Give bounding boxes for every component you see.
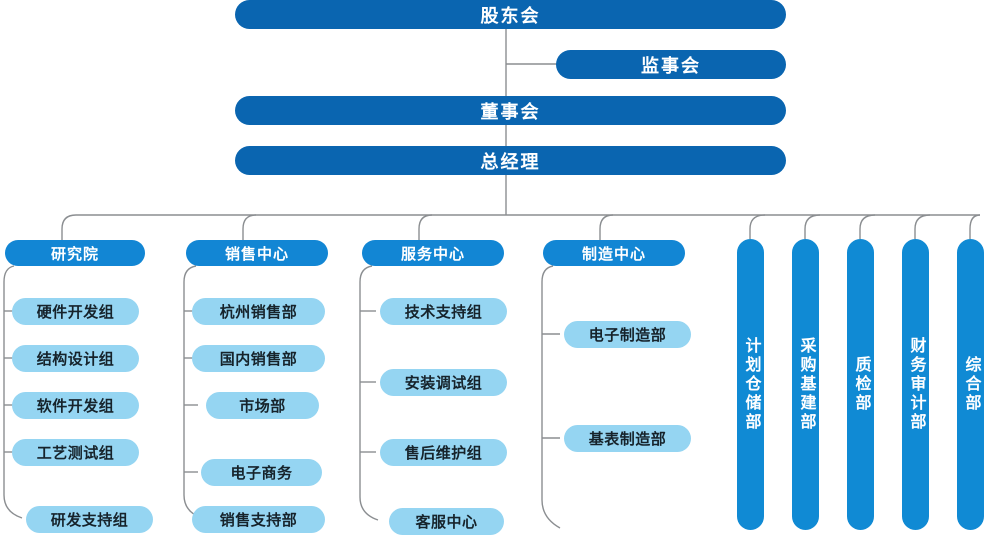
node-label: 工艺测试组 xyxy=(36,445,115,462)
node-sales-center[interactable]: 销售中心 xyxy=(186,240,328,266)
node-research-institute[interactable]: 研究院 xyxy=(5,240,145,266)
node-label: 客服中心 xyxy=(415,514,478,531)
node-after-sales-maintenance-team[interactable]: 售后维护组 xyxy=(380,439,507,466)
node-quality-inspection-dept[interactable]: 质检部 xyxy=(847,239,874,530)
node-base-meter-manufacturing-dept[interactable]: 基表制造部 xyxy=(564,425,691,452)
node-manufacturing-center[interactable]: 制造中心 xyxy=(543,240,685,266)
trunk-service-center xyxy=(359,265,379,521)
node-installation-commissioning-team[interactable]: 安装调试组 xyxy=(380,369,507,396)
node-technical-support-team[interactable]: 技术支持组 xyxy=(380,298,507,325)
node-software-development-team[interactable]: 软件开发组 xyxy=(12,392,139,419)
node-hardware-development-team[interactable]: 硬件开发组 xyxy=(12,298,139,325)
node-label: 制造中心 xyxy=(581,245,646,263)
node-label: 安装调试组 xyxy=(404,375,483,392)
node-supervisory-board[interactable]: 监事会 xyxy=(556,50,786,79)
node-label: 采购基建部 xyxy=(797,337,815,432)
node-label: 销售支持部 xyxy=(219,512,298,529)
node-label: 软件开发组 xyxy=(36,398,115,415)
node-label: 销售中心 xyxy=(224,245,289,263)
node-rd-support-team[interactable]: 研发支持组 xyxy=(26,506,153,533)
drop-to-finance-audit-dept xyxy=(914,214,931,239)
node-general-affairs-dept[interactable]: 综合部 xyxy=(957,239,984,530)
node-finance-audit-dept[interactable]: 财务审计部 xyxy=(902,239,929,530)
node-label: 市场部 xyxy=(239,398,286,415)
node-label: 综合部 xyxy=(962,356,980,413)
drop-to-planning-warehouse-dept xyxy=(749,214,766,239)
node-shareholders-meeting[interactable]: 股东会 xyxy=(235,0,786,29)
node-board-of-directors[interactable]: 董事会 xyxy=(235,96,786,125)
drop-to-quality-dept xyxy=(859,214,876,239)
node-procurement-construction-dept[interactable]: 采购基建部 xyxy=(792,239,819,530)
drop-to-manufacturing-center xyxy=(599,214,614,240)
node-label: 股东会 xyxy=(480,5,541,26)
drop-to-procurement-dept xyxy=(804,214,821,239)
node-label: 监事会 xyxy=(641,55,701,76)
node-label: 杭州销售部 xyxy=(219,304,298,321)
node-marketing-dept[interactable]: 市场部 xyxy=(206,392,319,419)
drop-to-research-institute xyxy=(61,214,77,240)
node-label: 电子制造部 xyxy=(588,327,667,344)
node-label: 研发支持组 xyxy=(50,512,129,529)
node-label: 结构设计组 xyxy=(36,351,115,368)
node-label: 董事会 xyxy=(480,101,541,122)
node-label: 售后维护组 xyxy=(404,445,483,462)
node-label: 总经理 xyxy=(480,151,541,172)
node-label: 硬件开发组 xyxy=(36,304,115,321)
node-planning-warehouse-dept[interactable]: 计划仓储部 xyxy=(737,239,764,530)
node-general-manager[interactable]: 总经理 xyxy=(235,146,786,175)
node-label: 研究院 xyxy=(50,245,99,263)
node-label: 财务审计部 xyxy=(907,337,925,432)
node-label: 电子商务 xyxy=(230,465,293,482)
node-domestic-sales-dept[interactable]: 国内销售部 xyxy=(192,345,325,372)
trunk-manufacturing-center xyxy=(541,265,561,529)
node-label: 国内销售部 xyxy=(219,351,298,368)
node-label: 技术支持组 xyxy=(404,304,483,321)
node-label: 质检部 xyxy=(852,356,870,413)
node-customer-service-center[interactable]: 客服中心 xyxy=(389,508,504,535)
drop-to-sales-center xyxy=(242,214,257,240)
node-electronics-manufacturing-dept[interactable]: 电子制造部 xyxy=(564,321,691,348)
node-sales-support-dept[interactable]: 销售支持部 xyxy=(192,506,325,533)
node-label: 服务中心 xyxy=(400,245,465,263)
node-ecommerce-dept[interactable]: 电子商务 xyxy=(201,459,322,486)
node-service-center[interactable]: 服务中心 xyxy=(362,240,504,266)
node-hangzhou-sales-dept[interactable]: 杭州销售部 xyxy=(192,298,325,325)
drop-to-service-center xyxy=(418,214,433,240)
node-structural-design-team[interactable]: 结构设计组 xyxy=(12,345,139,372)
node-process-testing-team[interactable]: 工艺测试组 xyxy=(12,439,139,466)
node-label: 基表制造部 xyxy=(588,431,667,448)
node-label: 计划仓储部 xyxy=(742,337,760,432)
drop-to-general-affairs-dept xyxy=(969,214,981,239)
